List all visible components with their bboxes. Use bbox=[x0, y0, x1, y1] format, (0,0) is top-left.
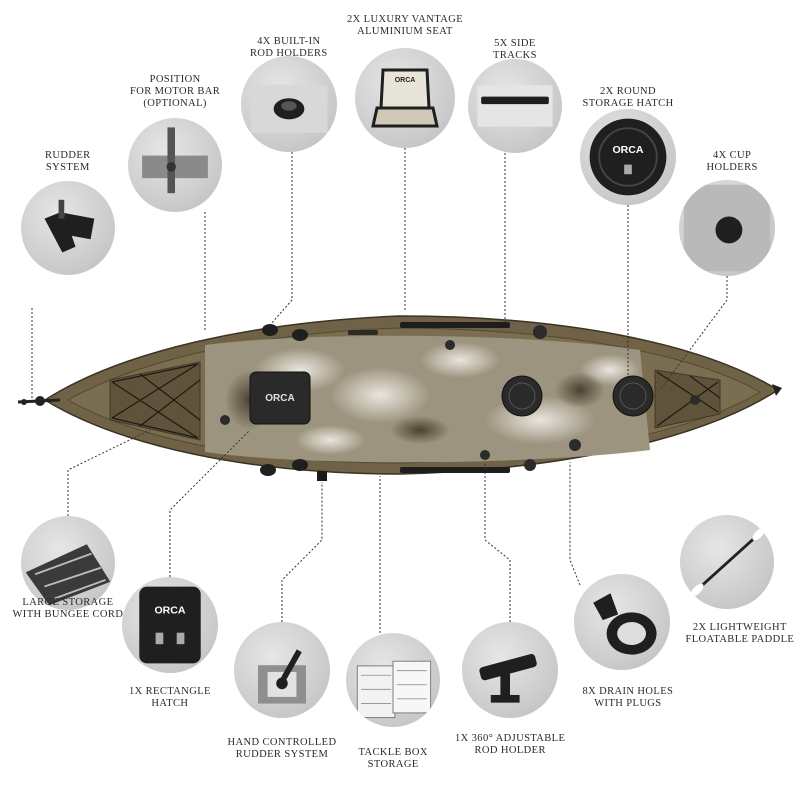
label-line: STORAGE HATCH bbox=[582, 98, 674, 109]
round-hatch-front bbox=[612, 375, 654, 417]
label-line: 2X ROUND bbox=[600, 86, 657, 97]
tackle-box-photo bbox=[346, 633, 440, 727]
deck-scuppers bbox=[220, 325, 700, 471]
label-line: TACKLE BOX bbox=[358, 747, 428, 758]
seat-photo: ORCA bbox=[355, 48, 455, 148]
rectangle-hatch-icon: ORCA bbox=[139, 586, 201, 664]
seat-icon: ORCA bbox=[371, 68, 439, 128]
svg-text:ORCA: ORCA bbox=[612, 144, 643, 156]
side-tracks-photo bbox=[468, 59, 562, 153]
rect-hatch-photo: ORCA bbox=[122, 577, 218, 673]
paddle-photo bbox=[680, 515, 774, 609]
cup-holders-leader-line bbox=[659, 276, 728, 391]
label-line: HAND CONTROLLED bbox=[227, 737, 337, 748]
label-line: (OPTIONAL) bbox=[143, 98, 207, 109]
label-line: TRACKS bbox=[493, 50, 537, 61]
drain-holes-photo bbox=[574, 574, 670, 670]
cup-holder-icon bbox=[683, 184, 771, 272]
svg-text:ORCA: ORCA bbox=[395, 77, 416, 84]
label-line: WITH PLUGS bbox=[594, 698, 662, 709]
label-line: 1X RECTANGLE bbox=[129, 686, 211, 697]
label-line: ALUMINIUM SEAT bbox=[357, 26, 453, 37]
drain-holes-leader-line bbox=[569, 462, 581, 586]
drain-plug-icon bbox=[593, 593, 657, 655]
adjustable-rod-holder-icon bbox=[479, 654, 537, 703]
motor-bar-mount-icon bbox=[142, 127, 208, 194]
cup-holders-photo bbox=[679, 180, 775, 276]
adjustable-rod-holder bbox=[317, 471, 327, 481]
label-line: ROD HOLDER bbox=[474, 745, 546, 756]
round-hatch-icon: ORCA bbox=[589, 118, 667, 196]
label-line: 8X DRAIN HOLES bbox=[582, 686, 674, 697]
rear-tankwell bbox=[109, 361, 201, 441]
rudder-icon bbox=[44, 199, 95, 253]
label-line: FLOATABLE PADDLE bbox=[685, 634, 795, 645]
adj-rod-holder-photo bbox=[462, 622, 558, 718]
tackle-box-icon bbox=[356, 660, 432, 719]
motor-bar-photo bbox=[128, 118, 222, 212]
flush-rod-holders bbox=[260, 324, 308, 476]
label-line: ROD HOLDERS bbox=[250, 48, 328, 59]
adj-rod-holder-leader-line bbox=[484, 462, 511, 622]
label-line: RUDDER bbox=[45, 150, 91, 161]
label-line: 5X SIDE bbox=[494, 38, 536, 49]
rectangle-hatch bbox=[249, 371, 311, 425]
label-line: 2X LIGHTWEIGHT bbox=[692, 622, 787, 633]
label-line: LARGE STORAGE bbox=[22, 597, 114, 608]
large-storage-photo bbox=[21, 516, 115, 610]
label-line: FOR MOTOR BAR bbox=[130, 86, 221, 97]
side-track-bottom bbox=[400, 467, 510, 473]
hatch-logo-text: ORCA bbox=[265, 393, 294, 404]
bungee-storage-icon bbox=[25, 544, 111, 606]
round-hatch-photo: ORCA bbox=[580, 109, 676, 205]
label-line: STORAGE bbox=[367, 759, 419, 770]
label-line: POSITION bbox=[149, 74, 201, 85]
side-track-top bbox=[400, 322, 510, 328]
label-line: 4X BUILT-IN bbox=[257, 36, 321, 47]
rod-holders-photo bbox=[241, 56, 337, 152]
rudder-system-photo bbox=[21, 181, 115, 275]
label-line: 4X CUP bbox=[712, 150, 752, 161]
side-track-icon bbox=[477, 85, 553, 127]
rudder-control-icon bbox=[258, 649, 306, 704]
label-line: HOLDERS bbox=[706, 162, 758, 173]
label-line: HATCH bbox=[151, 698, 189, 709]
paddle-icon bbox=[690, 527, 766, 597]
rod-holders-leader-line bbox=[269, 152, 293, 326]
label-line: RUDDER SYSTEM bbox=[235, 749, 329, 760]
round-hatch-center bbox=[501, 375, 543, 417]
hand-rudder-photo bbox=[234, 622, 330, 718]
hand-rudder-leader-line bbox=[281, 482, 323, 622]
label-line: WITH BUNGEE CORD bbox=[12, 609, 124, 620]
rect-hatch-leader-line bbox=[169, 429, 251, 577]
large-storage-leader-line bbox=[67, 429, 151, 516]
rear-bungee-cord bbox=[111, 363, 201, 439]
rudder bbox=[17, 396, 61, 406]
svg-text:ORCA: ORCA bbox=[154, 604, 185, 616]
label-line: SYSTEM bbox=[45, 162, 90, 173]
flush-rod-holder-icon bbox=[250, 84, 328, 133]
label-line: 2X LUXURY VANTAGE bbox=[347, 14, 464, 25]
label-line: 1X 360° ADJUSTABLE bbox=[455, 733, 566, 744]
